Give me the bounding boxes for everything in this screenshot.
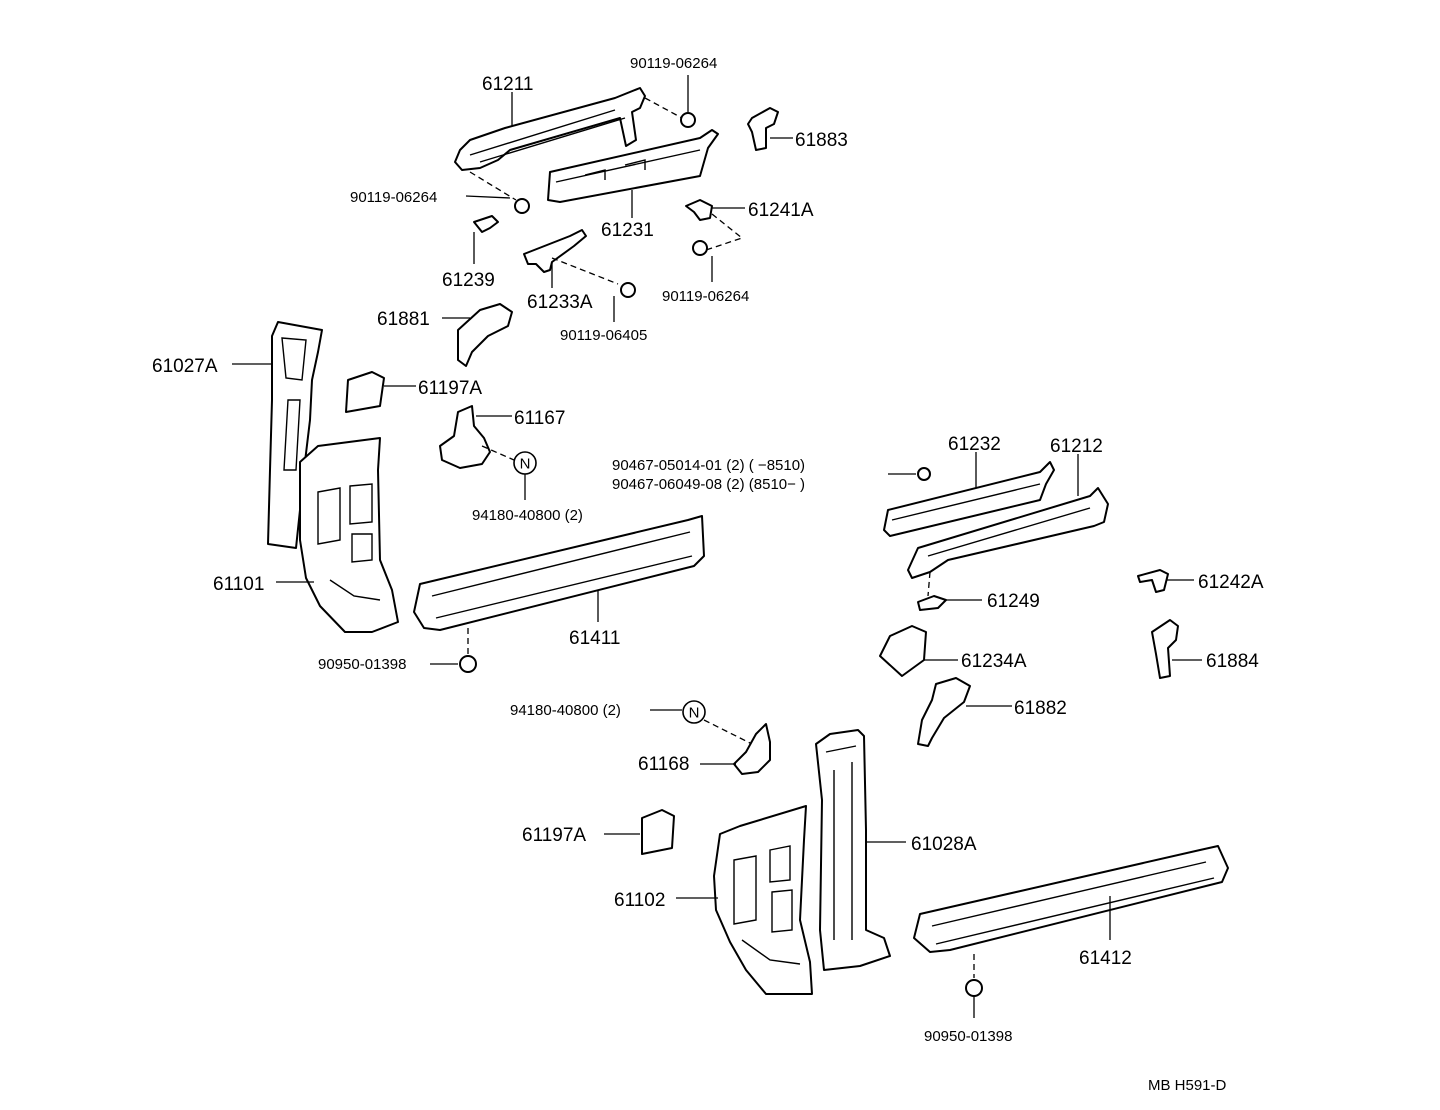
label-61233a: 61233A	[527, 292, 593, 313]
n-marker-top: N	[513, 451, 537, 500]
label-90119-06264-top: 90119-06264	[630, 55, 717, 72]
label-61249: 61249	[987, 591, 1040, 612]
label-61882: 61882	[1014, 698, 1067, 719]
part-61231	[547, 129, 719, 218]
part-61102	[676, 805, 813, 995]
n-marker-bottom: N	[650, 700, 753, 745]
label-61241a: 61241A	[748, 200, 814, 221]
svg-text:N: N	[520, 456, 531, 473]
part-61241a	[685, 199, 745, 251]
label-61411: 61411	[569, 628, 620, 649]
label-90119-06264-left: 90119-06264	[350, 189, 437, 206]
label-90950-01398-right: 90950-01398	[924, 1028, 1012, 1045]
part-61211	[454, 87, 646, 171]
part-61234a	[879, 625, 958, 677]
label-61232: 61232	[948, 434, 1001, 455]
label-61212: 61212	[1050, 436, 1103, 457]
part-61883	[747, 107, 793, 151]
label-61239: 61239	[442, 270, 495, 291]
label-90119-06264-right: 90119-06264	[662, 288, 749, 305]
part-61232	[883, 452, 1055, 537]
bolt-90119-06264-top	[644, 75, 696, 128]
part-labels: 61211 90119-06264 61883 90119-06264 6123…	[152, 55, 1264, 1094]
label-61883: 61883	[795, 130, 848, 151]
part-61101	[276, 437, 399, 633]
part-61882	[917, 677, 1012, 747]
label-61101: 61101	[213, 574, 264, 595]
label-61881: 61881	[377, 309, 430, 330]
label-90467-line1: 90467-05014-01 (2) ( −8510)	[612, 457, 805, 474]
label-61211: 61211	[482, 74, 533, 95]
label-90119-06405: 90119-06405	[560, 327, 647, 344]
grommet-90950-01398-left	[430, 655, 477, 673]
grommet-90950-01398-right	[965, 979, 983, 1018]
label-90950-01398-left: 90950-01398	[318, 656, 406, 673]
bolt-90119-06264-left	[465, 171, 530, 214]
label-61168: 61168	[638, 754, 689, 775]
label-61884: 61884	[1206, 651, 1259, 672]
footer-code: MB H591-D	[1148, 1077, 1227, 1094]
label-61028a: 61028A	[911, 834, 977, 855]
label-61027a: 61027A	[152, 356, 218, 377]
part-61412	[913, 845, 1229, 978]
part-61197a-top	[345, 371, 416, 413]
label-90467-line2: 90467-06049-08 (2) (8510− )	[612, 476, 805, 493]
label-61197a-top: 61197A	[418, 378, 482, 399]
label-61234a: 61234A	[961, 651, 1027, 672]
part-61411	[413, 515, 705, 656]
svg-text:N: N	[689, 705, 700, 722]
part-61168	[700, 723, 771, 775]
part-61027a	[232, 321, 323, 549]
label-61412: 61412	[1079, 948, 1132, 969]
part-61028a	[815, 729, 906, 971]
part-61233a	[523, 229, 619, 288]
bolt-90119-06264-right	[692, 240, 713, 282]
part-61212	[907, 454, 1109, 597]
clip-90467	[888, 467, 931, 481]
label-94180-40800-bottom: 94180-40800 (2)	[510, 702, 621, 719]
part-61167	[439, 405, 515, 469]
label-61231: 61231	[601, 220, 654, 241]
part-61242a	[1137, 569, 1194, 593]
bolt-90119-06405	[613, 282, 636, 322]
part-61249	[917, 595, 982, 611]
label-61167: 61167	[514, 408, 565, 429]
label-61102: 61102	[614, 890, 665, 911]
part-61239	[473, 215, 499, 264]
part-61884	[1151, 619, 1202, 679]
label-61242a: 61242A	[1198, 572, 1264, 593]
part-61881	[442, 303, 513, 367]
label-94180-40800-top: 94180-40800 (2)	[472, 507, 583, 524]
label-61197a-bottom: 61197A	[522, 825, 586, 846]
part-61197a-bottom	[604, 809, 675, 855]
